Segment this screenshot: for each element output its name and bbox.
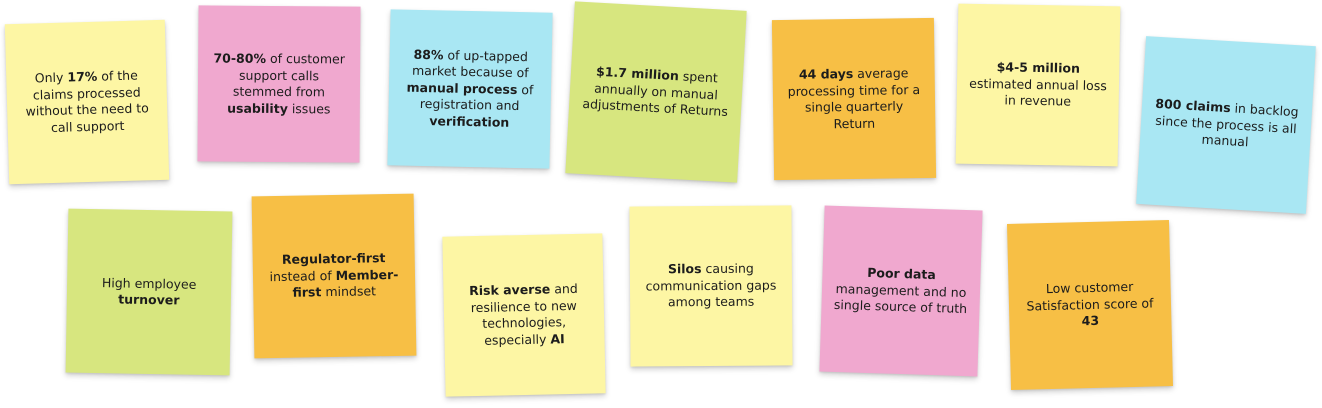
sticky-note: Silos causing communication gaps among t…	[629, 205, 793, 367]
sticky-note-text: Regulator-first instead of Member-first …	[265, 250, 404, 302]
sticky-note-text: Low customer Satisfaction score of 43	[1020, 279, 1159, 332]
sticky-note-highlight: 70-80%	[213, 50, 267, 66]
sticky-note: 70-80% of customer support calls stemmed…	[197, 5, 361, 163]
sticky-note-text: Silos causing communication gaps among t…	[642, 261, 780, 311]
sticky-note-text-run: management and no single source of truth	[833, 280, 968, 317]
sticky-note-highlight: Poor data	[866, 265, 937, 283]
sticky-note: Risk averse and resilience to new techno…	[442, 233, 606, 397]
sticky-note-highlight: 44 days	[798, 66, 854, 82]
sticky-note-text: Only 17% of the claims processed without…	[18, 67, 156, 137]
sticky-note-text: 88% of up-tapped market because of manua…	[400, 46, 540, 131]
sticky-note: Only 17% of the claims processed without…	[4, 19, 170, 185]
sticky-note-text-run: causing communication gaps among teams	[645, 260, 777, 310]
sticky-note-highlight: Silos	[667, 261, 702, 277]
sticky-note-text: 44 days average processing time for a si…	[785, 65, 924, 133]
sticky-note: Regulator-first instead of Member-first …	[251, 193, 417, 359]
sticky-note: 44 days average processing time for a si…	[771, 17, 937, 181]
sticky-note: High employee turnover	[65, 208, 233, 376]
sticky-note-text-run: issues	[287, 100, 331, 116]
sticky-note-text-run: High employee	[101, 274, 197, 292]
sticky-note-highlight: turnover	[118, 291, 180, 308]
sticky-note-highlight: Risk averse	[468, 281, 551, 299]
sticky-note-highlight: AI	[550, 330, 565, 346]
sticky-note-text-run: instead of	[269, 267, 336, 284]
sticky-note-text: Poor data management and no single sourc…	[833, 264, 968, 318]
sticky-note-highlight: manual process	[406, 79, 518, 97]
sticky-note-text: $1.7 million spent annually on manual ad…	[581, 63, 732, 121]
sticky-note-highlight: Regulator-first	[281, 250, 386, 268]
sticky-note-text: 800 claims in backlog since the process …	[1152, 96, 1301, 154]
sticky-note: 800 claims in backlog since the process …	[1136, 36, 1316, 214]
sticky-note-highlight: $4-5 million	[996, 59, 1081, 76]
sticky-note-highlight: 88%	[413, 46, 444, 63]
sticky-note-text: Risk averse and resilience to new techno…	[455, 281, 592, 350]
sticky-note-text-run: estimated annual loss in revenue	[969, 75, 1107, 109]
sticky-note: $1.7 million spent annually on manual ad…	[565, 1, 747, 183]
sticky-note-highlight: verification	[429, 112, 510, 130]
sticky-note-highlight: usability	[227, 100, 288, 116]
sticky-note: 88% of up-tapped market because of manua…	[387, 9, 553, 169]
sticky-note: $4-5 million estimated annual loss in re…	[955, 3, 1121, 167]
sticky-note-text-run: Only	[34, 69, 68, 86]
sticky-note-highlight: 43	[1081, 313, 1100, 329]
sticky-note-text: 70-80% of customer support calls stemmed…	[210, 51, 348, 118]
sticky-note: Low customer Satisfaction score of 43	[1006, 220, 1174, 390]
sticky-note: Poor data management and no single sourc…	[819, 205, 983, 377]
sticky-note-text-run: mindset	[321, 283, 377, 300]
sticky-note-text: High employee turnover	[79, 274, 220, 309]
sticky-note-text-run: Low customer Satisfaction score of	[1026, 279, 1154, 314]
sticky-note-highlight: 17%	[67, 68, 98, 85]
sticky-note-text: $4-5 million estimated annual loss in re…	[969, 59, 1108, 111]
